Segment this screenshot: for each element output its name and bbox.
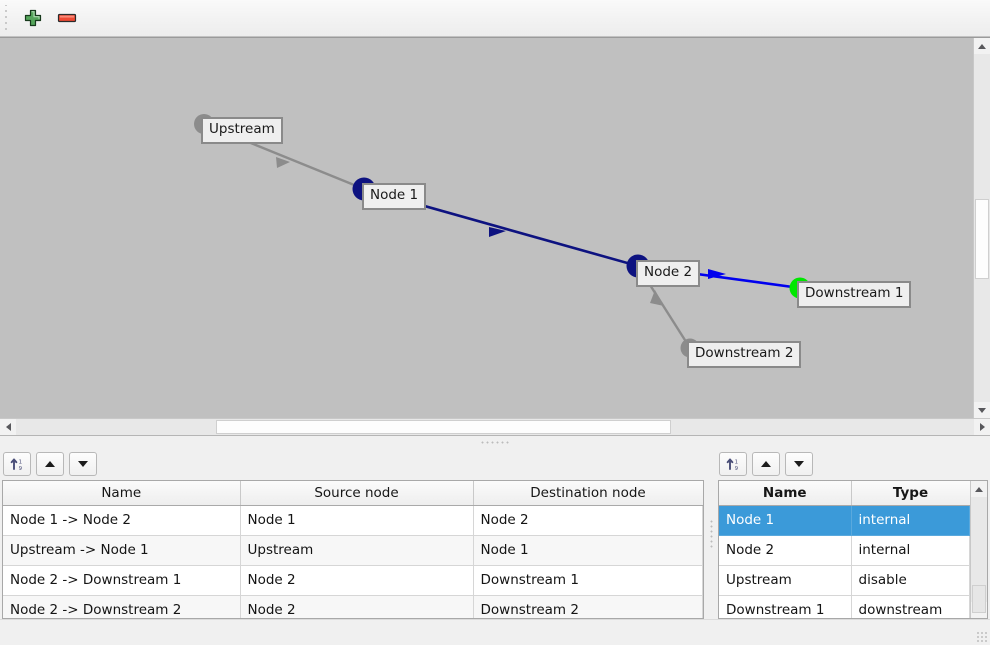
- canvas-horizontal-scrollbar[interactable]: [0, 418, 990, 435]
- nodes-table-scrollarea[interactable]: Name Type Node 1 internal Node 2 i: [719, 481, 970, 618]
- vsplitter-grip: [709, 518, 713, 549]
- nodes-sort-icon[interactable]: 1 9: [719, 452, 747, 476]
- bottom-panes: 1 9: [0, 448, 990, 619]
- links-cell-destination: Node 1: [473, 535, 703, 566]
- links-cell-destination: Downstream 1: [473, 565, 703, 596]
- links-col-name[interactable]: Name: [3, 481, 241, 506]
- links-col-destination[interactable]: Destination node: [473, 481, 703, 506]
- svg-text:9: 9: [735, 466, 739, 472]
- nodes-cell-type: disable: [851, 565, 970, 596]
- window-resize-grip[interactable]: [976, 631, 988, 643]
- nodes-cell-name: Node 1: [719, 505, 852, 536]
- links-sort-icon[interactable]: 1 9: [3, 452, 31, 476]
- svg-text:1: 1: [19, 459, 22, 465]
- canvas-vscroll-track[interactable]: [974, 54, 990, 402]
- svg-text:1: 1: [735, 459, 738, 465]
- links-panel: 1 9: [0, 448, 706, 619]
- links-col-source[interactable]: Source node: [240, 481, 474, 506]
- remove-icon[interactable]: [50, 3, 84, 33]
- links-cell-name: Upstream -> Node 1: [3, 535, 241, 566]
- table-row[interactable]: Upstream disable: [719, 565, 970, 596]
- status-bar: [0, 619, 990, 645]
- svg-text:9: 9: [19, 466, 23, 472]
- add-icon[interactable]: [16, 3, 50, 33]
- nodes-cell-name: Upstream: [719, 565, 852, 596]
- nodes-move-down-icon[interactable]: [785, 452, 813, 476]
- table-row[interactable]: Node 1 -> Node 2 Node 1 Node 2: [3, 505, 703, 536]
- graph-label-node1[interactable]: Node 1: [362, 183, 427, 210]
- nodes-col-name[interactable]: Name: [719, 481, 852, 506]
- links-cell-name: Node 2 -> Downstream 2: [3, 595, 241, 618]
- splitter-grip: [480, 440, 510, 444]
- links-cell-destination: Node 2: [473, 505, 703, 536]
- nodes-cell-type: downstream: [851, 595, 970, 618]
- links-table-header-row: Name Source node Destination node: [3, 481, 703, 506]
- links-cell-name: Node 2 -> Downstream 1: [3, 565, 241, 596]
- nodes-toolbar: 1 9: [716, 448, 990, 480]
- nodes-move-up-icon[interactable]: [752, 452, 780, 476]
- canvas-hscroll-thumb[interactable]: [216, 420, 671, 434]
- links-move-up-icon[interactable]: [36, 452, 64, 476]
- main-toolbar: [0, 0, 990, 37]
- table-row[interactable]: Downstream 1 downstream: [719, 595, 970, 618]
- graph-label-downstream2[interactable]: Downstream 2: [687, 341, 802, 368]
- toolbar-drag-grip[interactable]: [3, 5, 12, 31]
- nodes-table: Name Type Node 1 internal Node 2 i: [719, 481, 970, 618]
- graph-label-node2[interactable]: Node 2: [636, 260, 701, 287]
- links-cell-source: Node 1: [240, 505, 474, 536]
- graph-label-upstream[interactable]: Upstream: [201, 117, 283, 144]
- links-table: Name Source node Destination node Node 1…: [3, 481, 703, 618]
- links-cell-source: Node 2: [240, 565, 474, 596]
- nodes-cell-name: Downstream 1: [719, 595, 852, 618]
- nodes-scroll-up-icon[interactable]: [971, 481, 987, 497]
- links-cell-destination: Downstream 2: [473, 595, 703, 618]
- table-row[interactable]: Upstream -> Node 1 Upstream Node 1: [3, 535, 703, 566]
- canvas-hscroll-track[interactable]: [16, 419, 974, 435]
- horizontal-splitter[interactable]: [0, 435, 990, 448]
- table-row[interactable]: Node 2 internal: [719, 535, 970, 566]
- links-cell-source: Upstream: [240, 535, 474, 566]
- scroll-down-icon[interactable]: [974, 402, 990, 418]
- vertical-splitter[interactable]: [706, 448, 716, 619]
- canvas-vscroll-thumb[interactable]: [975, 199, 989, 279]
- links-table-container: Name Source node Destination node Node 1…: [2, 480, 704, 619]
- links-table-scrollarea[interactable]: Name Source node Destination node Node 1…: [3, 481, 703, 618]
- links-cell-name: Node 1 -> Node 2: [3, 505, 241, 536]
- graph-label-downstream1[interactable]: Downstream 1: [797, 281, 912, 308]
- scroll-left-icon[interactable]: [0, 419, 16, 435]
- links-toolbar: 1 9: [0, 448, 706, 480]
- nodes-table-container: Name Type Node 1 internal Node 2 i: [718, 480, 988, 619]
- nodes-cell-type: internal: [851, 505, 970, 536]
- scroll-up-icon[interactable]: [974, 38, 990, 54]
- nodes-cell-name: Node 2: [719, 535, 852, 566]
- table-row[interactable]: Node 2 -> Downstream 2 Node 2 Downstream…: [3, 595, 703, 618]
- table-row[interactable]: Node 2 -> Downstream 1 Node 2 Downstream…: [3, 565, 703, 596]
- nodes-vscroll-thumb[interactable]: [972, 585, 986, 613]
- graph-canvas-area: Upstream Node 1 Node 2 Downstream 1 Down…: [0, 37, 990, 435]
- links-cell-source: Node 2: [240, 595, 474, 618]
- nodes-table-header-row: Name Type: [719, 481, 970, 506]
- graph-svg: [194, 114, 811, 358]
- scroll-right-icon[interactable]: [974, 419, 990, 435]
- nodes-vscroll-track[interactable]: [971, 497, 987, 613]
- canvas-vertical-scrollbar[interactable]: [973, 38, 990, 418]
- graph-canvas[interactable]: Upstream Node 1 Node 2 Downstream 1 Down…: [0, 38, 973, 418]
- nodes-table-vertical-scrollbar[interactable]: [970, 481, 987, 618]
- table-row[interactable]: Node 1 internal: [719, 505, 970, 536]
- nodes-cell-type: internal: [851, 535, 970, 566]
- nodes-panel: 1 9: [716, 448, 990, 619]
- nodes-col-type[interactable]: Type: [851, 481, 970, 506]
- links-move-down-icon[interactable]: [69, 452, 97, 476]
